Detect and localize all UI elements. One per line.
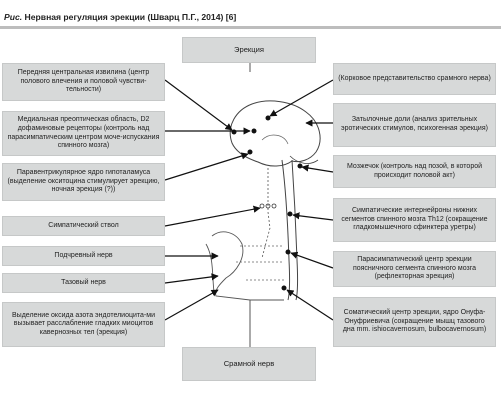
brain-fold [261,134,289,145]
center-dot [297,163,303,169]
figure-caption: Рис. Нервная регуляция эрекции (Шварц П.… [4,12,236,22]
center-dot [231,129,237,135]
hypogastric-nerve-box: Подчревный нерв [2,246,165,266]
caption-text: Нервная регуляция эрекции (Шварц П.Г., 2… [24,12,237,22]
sympathetic-trunk-label: Симпатический ствол [48,221,119,229]
precentral-gyrus-label: Передняя центральная извилина (центр пол… [17,69,150,94]
connector-arrow [164,205,261,227]
precentral-gyrus-box: Передняя центральная извилина (центр пол… [2,63,165,101]
pudendal-nerve-box: Срамной нерв [182,347,316,381]
center-dot [247,149,253,155]
onuf-nucleus-label: Соматический центр эрекции, ядро Онуфа-О… [342,309,487,334]
connector-arrow [164,273,219,284]
connector-arrow [164,152,249,181]
erection-label: Эрекция [234,44,264,54]
center-dot [287,211,293,217]
cerebellum-box: Мозжечок (контроль над позой, в которой … [333,155,496,188]
ganglion-dot [259,203,265,209]
center-dot [281,285,287,291]
preoptic-area-box: Медиальная преоптическая область, D2 доф… [2,111,165,156]
paraventricular-nucleus-box: Паравентрикулярное ядро гипоталамуса (вы… [2,163,165,201]
paraventricular-nucleus-label: Паравентрикулярное ядро гипоталамуса (вы… [7,169,160,194]
preoptic-area-label: Медиальная преоптическая область, D2 доф… [7,116,160,150]
connector-arrow [164,289,219,321]
pelvic-nerve-box: Тазовый нерв [2,273,165,293]
ganglion-dot [265,203,271,209]
header-divider [0,26,501,29]
connector-arrow [292,212,334,221]
sympathetic-interneurons-box: Симпатические интернейроны нижних сегмен… [333,198,496,242]
center-dot [265,115,271,121]
hypogastric-nerve-label: Подчревный нерв [54,251,113,259]
connector-arrow [301,164,334,173]
sympathetic-interneurons-label: Симпатические интернейроны нижних сегмен… [341,207,488,232]
parasympathetic-center-box: Парасимпатический центр эрекции поясничн… [333,251,496,287]
cortical-representation-box: (Корковое представительство срамного нер… [333,63,496,95]
connector-arrow [164,79,233,131]
connector-arrow [269,79,334,117]
center-dot [285,249,291,255]
nitric-oxide-box: Выделение оксида азота эндотелиоцита-ми … [2,302,165,347]
parasympathetic-center-label: Парасимпатический центр эрекции поясничн… [352,256,477,281]
nitric-oxide-label: Выделение оксида азота эндотелиоцита-ми … [12,311,155,336]
spinal-cord [281,159,299,301]
sympathetic-trunk-box: Симпатический ствол [2,216,165,236]
connector-arrow [286,289,334,321]
brain-outline [229,100,321,167]
cerebellum-outline [289,155,319,164]
ganglion-dot [271,203,277,209]
onuf-nucleus-box: Соматический центр эрекции, ядро Онуфа-О… [333,297,496,347]
erection-box: Эрекция [182,37,316,63]
nerve-dotted [236,245,286,281]
center-dot [251,128,257,134]
pelvic-organ [211,231,284,301]
occipital-lobes-box: Затылочные доли (анализ зрительных эроти… [333,103,496,147]
cortical-representation-label: (Корковое представительство срамного нер… [338,74,491,82]
pudendal-nerve-label: Срамной нерв [223,358,275,368]
occipital-lobes-label: Затылочные доли (анализ зрительных эроти… [341,116,488,132]
pelvic-nerve-label: Тазовый нерв [61,278,106,286]
caption-prefix: Рис. [4,12,23,22]
sympathetic-chain [261,168,271,259]
pelvic-organ [205,243,215,293]
connector-arrow [290,251,334,269]
cerebellum-label: Мозжечок (контроль над позой, в которой … [346,162,483,179]
